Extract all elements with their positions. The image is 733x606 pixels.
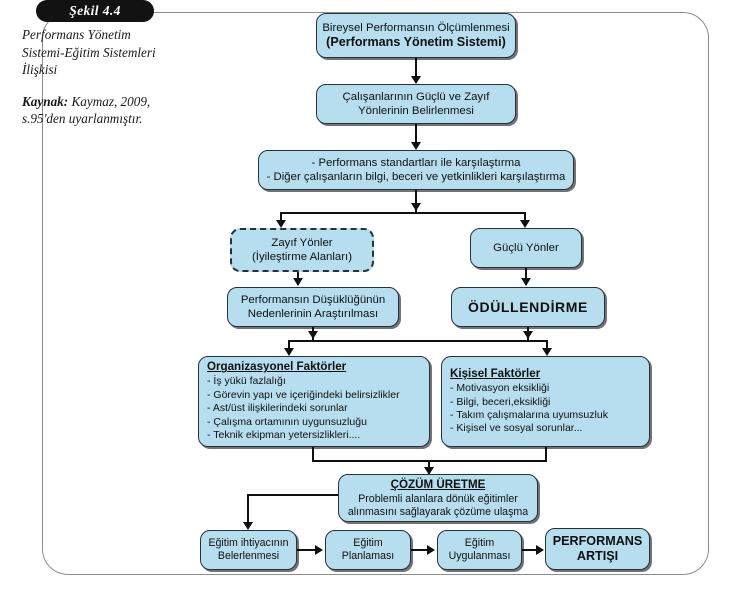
connector-split-right-1 <box>524 212 526 224</box>
connector-n10-left <box>247 494 340 496</box>
node13-line2: Uygulanması <box>448 550 511 562</box>
arrow-to-cozum-uretme <box>424 467 434 475</box>
node2-line1: Çalışanlarının Güçlü ve Zayıf <box>342 90 490 103</box>
node4-line2: (İyileştirme Alanları) <box>251 251 352 263</box>
node12-line2: Planlaması <box>341 550 395 562</box>
node11-line2: Belerlenmesi <box>217 550 280 562</box>
figure-frame <box>42 12 709 575</box>
node8-item-1: - Görevin yapı ve içeriğindeki belirsizl… <box>207 388 400 401</box>
node9-header: Kişisel Faktörler <box>450 367 541 381</box>
arrow-n6-down <box>308 331 318 339</box>
connector-n10-left-down <box>247 494 249 527</box>
connector-n1-n2 <box>415 58 417 79</box>
node10-line2: alınmasını sağlayarak çözüme ulaşma <box>347 505 529 518</box>
connector-n13-n14 <box>522 549 538 551</box>
node9-item-2: - Takım çalışmalarına uyumsuzluk <box>450 409 608 421</box>
connector-split-right-2 <box>546 340 548 352</box>
node1-line1: Bireysel Performansın Ölçümlenmesi <box>322 21 510 34</box>
connector-split-left-2 <box>288 340 290 352</box>
organizasyonel-list: Organizasyonel Faktörler - İş yükü fazla… <box>199 360 408 442</box>
connector-n12-n13 <box>411 549 429 551</box>
node-kisisel-faktorler[interactable]: Kişisel Faktörler - Motivasyon eksikliği… <box>441 356 650 447</box>
arrow-n3-down <box>411 203 421 211</box>
node1-line2: (Performans Yönetim Sistemi) <box>326 35 506 49</box>
connector-split-bar-1 <box>280 212 526 214</box>
node-performans-dusuklugu[interactable]: Performansın Düşüklüğünün Nedenlerinin A… <box>227 287 399 327</box>
arrow-to-guclu-yonler <box>520 220 530 228</box>
caption-source: Kaynak: Kaymaz, 2009, s.95'den uyarlanmı… <box>22 93 172 128</box>
arrow-to-zayif-yonler <box>276 220 286 228</box>
node14-line1: PERFORMANS <box>552 533 643 548</box>
node-odullendirme[interactable]: ÖDÜLLENDİRME <box>451 287 605 327</box>
connector-split-left-1 <box>280 212 282 224</box>
node9-item-1: - Bilgi, beceri,eksikliği <box>450 395 551 408</box>
connector-n9-down <box>545 447 547 461</box>
node-organizasyonel-faktorler[interactable]: Organizasyonel Faktörler - İş yükü fazla… <box>198 356 430 447</box>
connector-n5-n7 <box>525 268 527 285</box>
node3-line1: - Performans standartları ile karşılaştı… <box>311 156 521 169</box>
node8-item-3: - Çalışma ortamının uygunsuzluğu <box>207 415 367 428</box>
node-bireysel-performans[interactable]: Bireysel Performansın Ölçümlenmesi (Perf… <box>316 13 516 58</box>
connector-n11-n12 <box>297 549 317 551</box>
arrow-n5-n7 <box>521 278 531 286</box>
node8-item-4: - Teknik ekipman yetersizlikleri.... <box>207 429 361 442</box>
node8-header: Organizasyonel Faktörler <box>207 360 347 374</box>
node12-line1: Eğitim <box>353 537 383 549</box>
node4-line1: Zayıf Yönler <box>271 236 333 249</box>
node8-item-0: - İş yükü fazlalığı <box>207 375 286 388</box>
connector-n8-down <box>312 447 314 461</box>
arrow-n12-n13 <box>427 545 435 555</box>
caption-source-text: Kaymaz, 2009, s.95'den uyarlanmıştır. <box>22 93 151 127</box>
arrow-n1-n2 <box>411 76 421 84</box>
caption-source-label: Kaynak: <box>22 93 69 109</box>
node5-line1: Güçlü Yönler <box>493 241 559 254</box>
arrow-to-kisisel <box>542 348 552 356</box>
node-performans-artisi[interactable]: PERFORMANS ARTIŞI <box>545 528 650 570</box>
node-cozum-uretme[interactable]: ÇÖZÜM ÜRETME Problemli alanlara dönük eğ… <box>338 474 538 522</box>
arrow-to-organizasyonel <box>284 348 294 356</box>
arrow-n11-n12 <box>315 545 323 555</box>
node-egitim-uygulanmasi[interactable]: Eğitim Uygulanması <box>437 530 522 570</box>
node6-line1: Performansın Düşüklüğünün <box>240 293 386 306</box>
caption-title: Performans Yönetim Sistemi-Eğitim Sistem… <box>22 27 156 77</box>
node14-line2: ARTIŞI <box>576 549 619 563</box>
node-egitim-planlamasi[interactable]: Eğitim Planlaması <box>325 530 411 570</box>
node9-item-0: - Motivasyon eksikliği <box>450 382 550 395</box>
kisisel-list: Kişisel Faktörler - Motivasyon eksikliği… <box>442 367 616 436</box>
node-egitim-ihtiyacinin-belirlenmesi[interactable]: Eğitim ihtiyacının Belerlenmesi <box>200 530 297 570</box>
node9-item-3: - Kişisel ve sosyal sorunlar... <box>450 422 583 435</box>
figure-badge: Şekil 4.4 <box>36 0 154 22</box>
arrow-n4-n6 <box>293 278 303 286</box>
node-zayif-yonler[interactable]: Zayıf Yönler (İyileştirme Alanları) <box>230 228 374 272</box>
node10-header: ÇÖZÜM ÜRETME <box>390 477 486 491</box>
node8-item-2: - Ast/üst ilişkilerindeki sorunlar <box>207 402 348 415</box>
connector-merge-bar-2 <box>288 340 548 342</box>
node3-line2: - Diğer çalışanların bilgi, beceri ve ye… <box>266 171 566 183</box>
connector-n3-down <box>415 190 417 212</box>
node11-line1: Eğitim ihtiyacının <box>208 537 289 549</box>
node10-line1: Problemli alanlara dönük eğitimler <box>358 492 518 505</box>
node-karsilastirma[interactable]: - Performans standartları ile karşılaştı… <box>258 150 574 190</box>
node-guclu-zayif-yonler[interactable]: Çalışanlarının Güçlü ve Zayıf Yönlerinin… <box>316 84 516 124</box>
node6-line2: Nedenlerinin Araştırılması <box>247 308 379 320</box>
arrow-n13-n14 <box>536 545 544 555</box>
arrow-n7-down <box>523 331 533 339</box>
connector-n2-n3 <box>415 124 417 145</box>
node-guclu-yonler[interactable]: Güçlü Yönler <box>470 228 582 268</box>
figure-caption: Performans Yönetim Sistemi-Eğitim Sistem… <box>22 26 172 128</box>
arrow-n2-n3 <box>411 142 421 150</box>
node2-line2: Yönlerinin Belirlenmesi <box>358 105 474 117</box>
node13-line1: Eğitim <box>464 537 495 549</box>
arrow-to-egitim-ihtiyaci <box>243 522 253 530</box>
node7-line1: ÖDÜLLENDİRME <box>468 299 588 315</box>
